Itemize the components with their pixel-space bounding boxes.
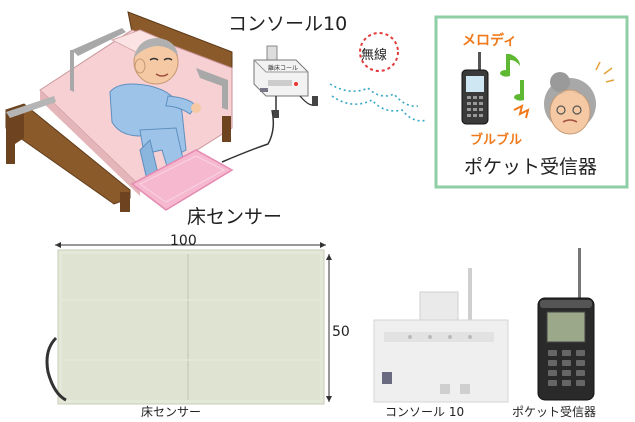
pocket-receiver-caption: ポケット受信器 — [512, 405, 597, 419]
floor-sensor-mat-illustration — [130, 149, 234, 211]
sensor-cable — [221, 109, 275, 163]
console-panel-text: 離床コール — [268, 65, 299, 72]
height-dimension-line — [326, 254, 332, 402]
width-dimension-line — [55, 242, 326, 248]
height-dimension-label: 50 — [332, 324, 350, 340]
console-title-label: コンソール10 — [228, 13, 348, 35]
pocket-receiver-photo — [537, 248, 595, 401]
pocket-receiver-label: ポケット受信器 — [464, 156, 598, 178]
vibration-icon — [513, 104, 530, 119]
music-note-icon — [500, 54, 524, 101]
vibration-label: ブルブル — [470, 133, 523, 148]
melody-label: メロディ — [462, 33, 518, 49]
elderly-woman-illustration — [544, 61, 615, 135]
receiver-scene — [434, 15, 629, 189]
console-illustration — [253, 45, 318, 118]
wireless-signal — [329, 32, 427, 122]
width-dimension-label: 100 — [170, 233, 197, 249]
floor-sensor-photo — [45, 249, 325, 405]
floor-sensor-caption: 床センサー — [141, 405, 202, 419]
console-photo — [373, 268, 509, 403]
floor-sensor-label: 床センサー — [187, 206, 283, 228]
console-caption: コンソール 10 — [385, 405, 465, 419]
wireless-label: 無線 — [361, 48, 388, 63]
